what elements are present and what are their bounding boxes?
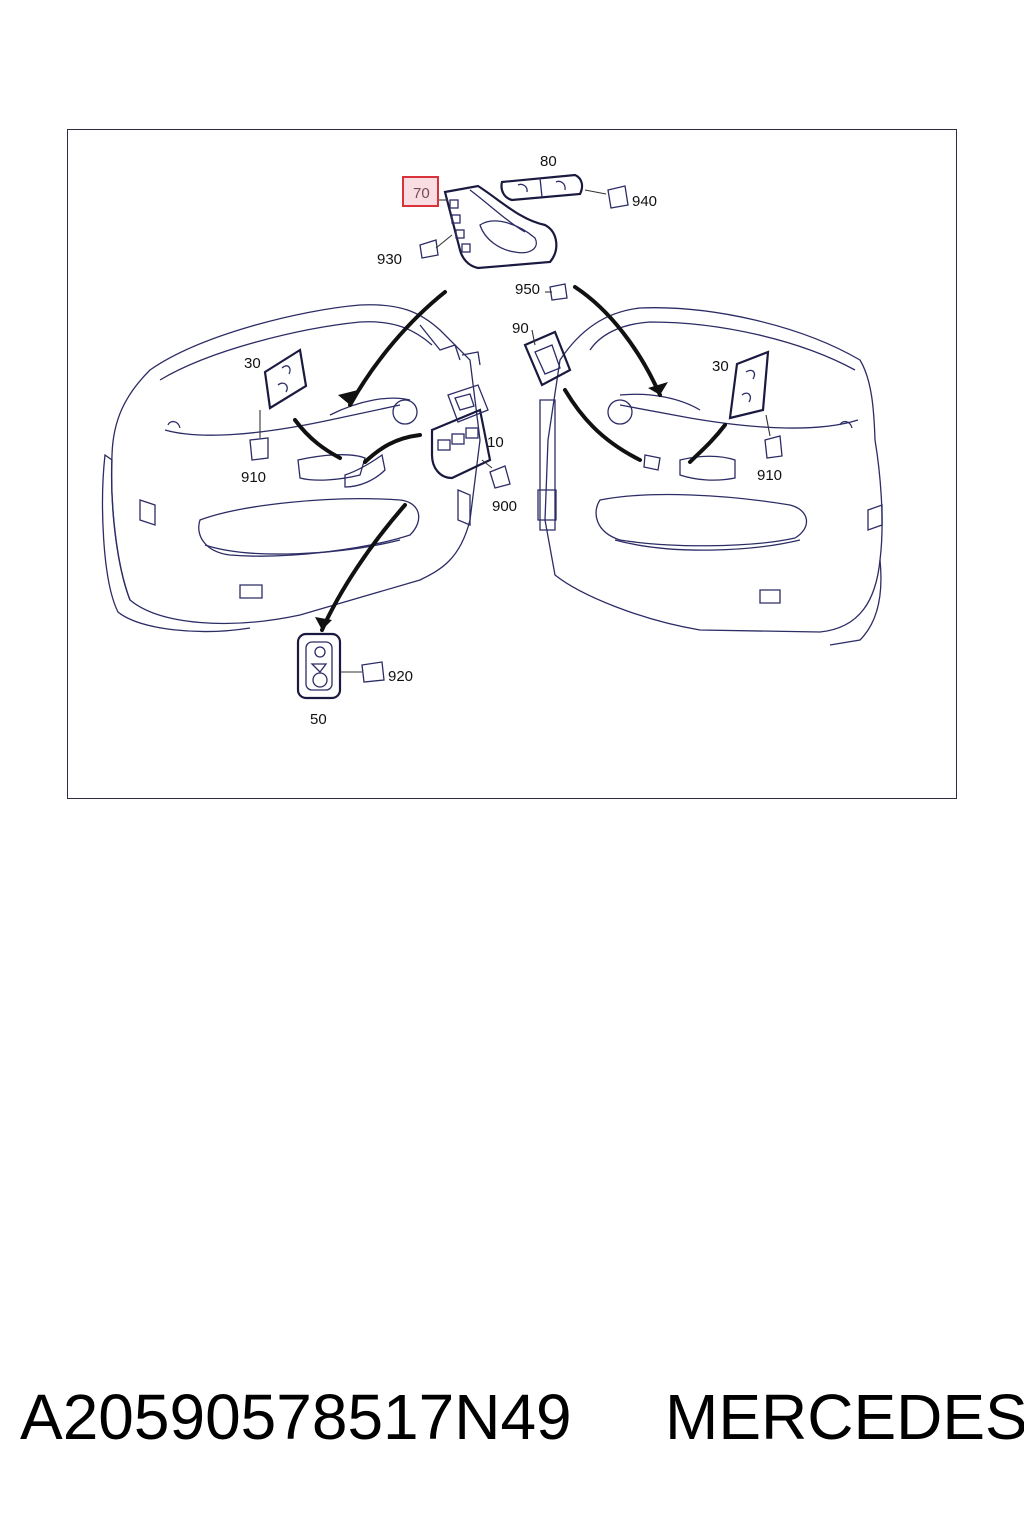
switch-part-90: [523, 330, 572, 387]
part-caption: A20590578517N49 MERCEDES: [20, 1380, 1024, 1470]
callout-50[interactable]: 50: [310, 711, 327, 728]
callout-80[interactable]: 80: [540, 153, 557, 170]
parts-diagram: 70 80 940 930 950 90 30 30 10 910 910 90…: [101, 153, 883, 728]
callout-910-left[interactable]: 910: [241, 469, 266, 486]
callout-30-right[interactable]: 30: [712, 358, 729, 375]
connector-clips: [249, 185, 783, 683]
window-switch-part-10: [430, 384, 492, 480]
left-door-drawing: [101, 304, 481, 633]
switch-part-80: [500, 173, 584, 202]
callout-70[interactable]: 70: [413, 185, 430, 202]
callout-930[interactable]: 930: [377, 251, 402, 268]
callout-920[interactable]: 920: [388, 668, 413, 685]
callout-900[interactable]: 900: [492, 498, 517, 515]
brand-name: MERCEDES: [665, 1381, 1024, 1453]
diagram-frame: [67, 129, 957, 799]
callout-10[interactable]: 10: [487, 434, 504, 451]
callout-910-right[interactable]: 910: [757, 467, 782, 484]
callout-940[interactable]: 940: [632, 193, 657, 210]
arrows: [293, 285, 727, 632]
callout-90[interactable]: 90: [512, 320, 529, 337]
callout-labels: 70 80 940 930 950 90 30 30 10 910 910 90…: [241, 153, 782, 728]
leader-lines: [259, 189, 771, 673]
seat-switch-part-70: [443, 184, 558, 270]
part-number: A20590578517N49: [20, 1381, 572, 1453]
highlight-box-70: [402, 176, 439, 207]
switch-part-50: [296, 632, 342, 700]
callout-950[interactable]: 950: [515, 281, 540, 298]
switch-part-30-left: [263, 348, 308, 410]
callout-30-left[interactable]: 30: [244, 355, 261, 372]
right-door-drawing: [537, 307, 883, 646]
switch-part-30-right: [728, 350, 770, 420]
